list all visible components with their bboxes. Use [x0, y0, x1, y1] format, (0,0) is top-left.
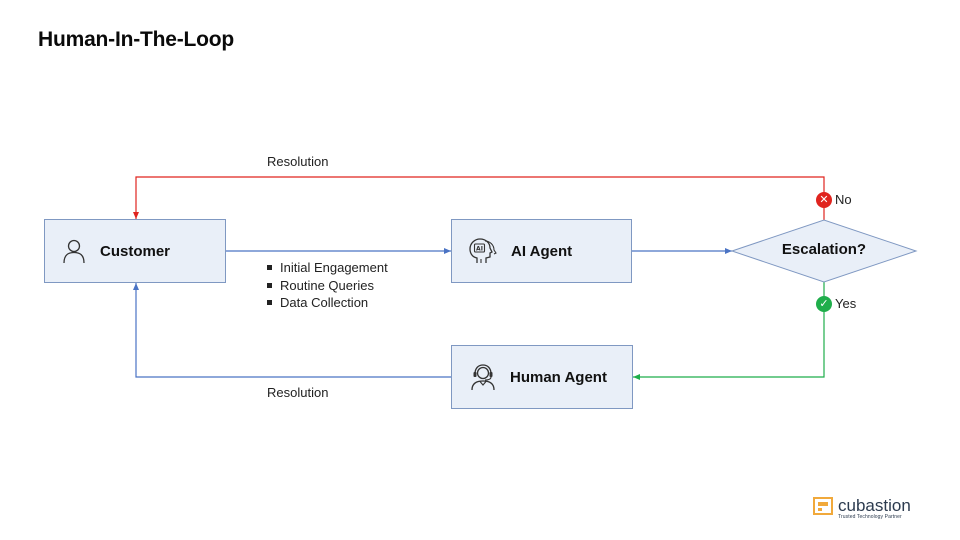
- edge-no-resolution: [133, 176, 825, 220]
- engagement-bullet-list: Initial Engagement Routine Queries Data …: [266, 259, 388, 312]
- yes-check-icon: ✓: [816, 296, 832, 312]
- customer-label: Customer: [100, 242, 171, 260]
- ai-agent-node: AI AI Agent: [451, 219, 632, 283]
- yes-label: Yes: [835, 296, 857, 311]
- customer-node: Customer: [44, 219, 226, 283]
- cube-logo-icon: [813, 497, 833, 520]
- logo-tagline: Trusted Technology Partner: [838, 513, 902, 520]
- company-logo: cubastion Trusted Technology Partner: [813, 497, 911, 520]
- bullet-item: Initial Engagement: [266, 259, 388, 277]
- ai-head-icon: AI: [467, 237, 497, 265]
- person-icon: [62, 238, 86, 264]
- ai-agent-label: AI Agent: [511, 242, 573, 260]
- bullet-item: Routine Queries: [266, 277, 388, 295]
- escalation-label: Escalation?: [781, 241, 867, 258]
- svg-text:AI: AI: [476, 246, 483, 253]
- human-agent-label: Human Agent: [510, 368, 607, 386]
- human-agent-node: Human Agent: [451, 345, 633, 409]
- support-agent-icon: [470, 363, 496, 391]
- top-resolution-label: Resolution: [267, 154, 329, 169]
- no-label: No: [835, 192, 852, 207]
- bottom-resolution-label: Resolution: [267, 385, 329, 400]
- no-x-icon: ✕: [816, 192, 832, 208]
- edge-yes-to-human: [633, 282, 825, 380]
- escalation-diamond: [730, 219, 918, 283]
- logo-name: cubastion: [838, 495, 911, 515]
- bullet-item: Data Collection: [266, 294, 388, 312]
- page-title: Human-In-The-Loop: [38, 28, 235, 51]
- edge-human-resolution: [133, 283, 451, 378]
